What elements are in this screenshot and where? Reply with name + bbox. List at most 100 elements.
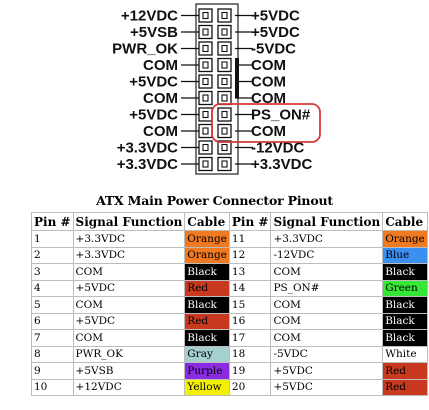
- signal-cell: +5VSB: [72, 362, 186, 380]
- cable-cell: White: [382, 345, 428, 363]
- pin-contact-right: [221, 110, 228, 119]
- signal-cell: PS_ON#: [270, 279, 384, 297]
- table-title: ATX Main Power Connector Pinout: [96, 193, 333, 208]
- cable-cell: Black: [382, 296, 428, 314]
- pin-label-left: PWR_OK: [112, 41, 178, 58]
- pin-contact-left: [202, 127, 209, 135]
- pin-contact-right: [221, 127, 228, 135]
- pin-label-left: +5VSB: [130, 24, 178, 41]
- signal-cell: +12VDC: [72, 378, 186, 396]
- cable-cell: Blue: [382, 246, 428, 264]
- pin-cell: 9: [31, 362, 74, 380]
- signal-cell: +3.3VDC: [270, 230, 384, 248]
- pin-cell: 14: [228, 279, 272, 297]
- pin-label-left: +5VDC: [129, 74, 178, 91]
- pin-label-right: +5VDC: [251, 8, 300, 25]
- pin-contact-left: [202, 44, 209, 53]
- pin-contact-left: [202, 11, 209, 20]
- pin-cell: 5: [31, 296, 74, 314]
- signal-cell: +3.3VDC: [72, 230, 186, 248]
- signal-cell: +3.3VDC: [72, 246, 186, 264]
- header-pin-2: Pin #: [228, 212, 272, 231]
- pin-label-right: +3.3VDC: [251, 156, 312, 173]
- pin-contact-right: [221, 61, 228, 69]
- pin-label-left: +12VDC: [121, 8, 178, 25]
- pin-cell: 20: [228, 378, 272, 396]
- pin-contact-right: [221, 44, 228, 53]
- pin-label-right: -5VDC: [251, 41, 296, 58]
- header-signal-2: Signal Function: [270, 212, 384, 231]
- pin-contact-left: [202, 94, 209, 102]
- cable-cell: Orange: [382, 230, 428, 248]
- pin-cell: 18: [228, 345, 272, 363]
- pin-label-left: COM: [143, 90, 178, 107]
- signal-cell: COM: [270, 263, 384, 281]
- signal-cell: COM: [72, 263, 186, 281]
- pin-contact-left: [202, 61, 209, 69]
- cable-cell: Black: [184, 296, 230, 314]
- pin-label-right: COM: [251, 90, 286, 107]
- pin-cell: 4: [31, 279, 74, 297]
- cable-cell: Gray: [184, 345, 230, 363]
- pin-label-left: COM: [143, 57, 178, 74]
- pin-contact-right: [221, 11, 228, 20]
- header-pin-1: Pin #: [31, 212, 74, 231]
- cable-cell: Purple: [184, 362, 230, 380]
- cable-cell: Green: [382, 279, 428, 297]
- pin-label-right: COM: [251, 74, 286, 91]
- header-cable-1: Cable: [184, 212, 230, 231]
- pin-cell: 3: [31, 263, 74, 281]
- pin-cell: 10: [31, 378, 74, 396]
- pin-contact-right: [221, 160, 228, 168]
- pin-cell: 12: [228, 246, 272, 264]
- table-header-row: Pin # Signal Function Cable Pin # Signal…: [31, 212, 428, 231]
- header-cable-2: Cable: [382, 212, 428, 231]
- signal-cell: PWR_OK: [72, 345, 186, 363]
- pin-contact-left: [202, 160, 209, 168]
- pin-label-right: COM: [251, 57, 286, 74]
- pin-cell: 2: [31, 246, 74, 264]
- cable-cell: Black: [382, 263, 428, 281]
- signal-cell: +5VDC: [72, 279, 186, 297]
- signal-cell: +5VDC: [270, 378, 384, 396]
- cable-cell: Red: [184, 279, 230, 297]
- cable-cell: Red: [382, 362, 428, 380]
- pin-label-right: PS_ON#: [251, 107, 311, 124]
- pin-contact-left: [202, 143, 209, 152]
- pin-cell: 7: [31, 329, 74, 347]
- pin-label-right: +5VDC: [251, 24, 300, 41]
- signal-cell: +5VDC: [72, 312, 186, 330]
- ps-on-highlight: [211, 103, 321, 143]
- pin-contact-left: [202, 77, 209, 86]
- signal-cell: -5VDC: [270, 345, 384, 363]
- pin-cell: 1: [31, 230, 74, 248]
- pin-cell: 19: [228, 362, 272, 380]
- pin-cell: 13: [228, 263, 272, 281]
- cable-cell: Black: [382, 329, 428, 347]
- pin-cell: 15: [228, 296, 272, 314]
- pin-label-left: +3.3VDC: [117, 156, 178, 173]
- cable-cell: Black: [184, 329, 230, 347]
- header-signal-1: Signal Function: [72, 212, 186, 231]
- cable-cell: Black: [184, 263, 230, 281]
- cable-cell: Orange: [184, 230, 230, 248]
- signal-cell: -12VDC: [270, 246, 384, 264]
- pin-contact-right: [221, 94, 228, 102]
- connector-latch: [235, 58, 239, 98]
- pinout-table: Pin # Signal Function Cable Pin # Signal…: [31, 212, 428, 396]
- pin-label-left: +3.3VDC: [117, 140, 178, 157]
- pin-label-right: -12VDC: [251, 140, 305, 157]
- cable-cell: Red: [382, 378, 428, 396]
- pin-label-left: COM: [143, 123, 178, 140]
- signal-cell: COM: [270, 296, 384, 314]
